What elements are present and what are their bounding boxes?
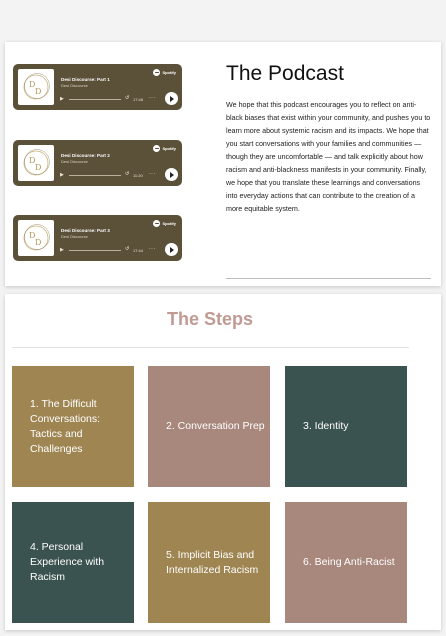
section-divider — [12, 347, 409, 348]
step-tile-5[interactable]: 5. Implicit Bias and Internalized Racism — [148, 502, 270, 623]
spotify-link[interactable]: Spotify — [153, 145, 176, 152]
svg-text:D: D — [29, 231, 35, 240]
episode-title[interactable]: Desi Discourse: Part 2 — [61, 153, 110, 158]
step-label[interactable]: 6. Being Anti-Racist — [303, 556, 395, 568]
progress-track[interactable] — [69, 99, 121, 100]
steps-heading: The Steps — [166, 309, 254, 329]
svg-text:D: D — [35, 238, 41, 247]
podcast-cover-art: D D — [18, 220, 54, 256]
spotify-embed-episode-1[interactable]: D D Desi Discourse: Part 1 Desi Discours… — [13, 64, 182, 110]
cover-art-icon: D D — [23, 149, 50, 176]
spotify-link[interactable]: Spotify — [153, 220, 176, 227]
svg-text:D: D — [35, 87, 41, 96]
podcast-cover-art: D D — [18, 69, 54, 105]
speaker-icon[interactable]: ▶︎ — [60, 172, 64, 178]
show-name[interactable]: Desi Discourse — [61, 159, 88, 164]
podcast-section: D D Desi Discourse: Part 1 Desi Discours… — [5, 42, 441, 286]
svg-text:D: D — [29, 80, 35, 89]
svg-text:D: D — [29, 156, 35, 165]
episode-duration: 17:48 — [133, 96, 144, 102]
skip-back-15-icon[interactable]: ↺ — [125, 171, 130, 177]
section-divider — [226, 278, 431, 279]
cover-art-icon: D D — [23, 224, 50, 251]
step-tile-4[interactable]: 4. Personal Experience with Racism — [12, 502, 134, 623]
podcast-heading: The Podcast — [226, 62, 344, 85]
spotify-label: Spotify — [162, 70, 176, 75]
episode-title[interactable]: Desi Discourse: Part 3 — [61, 228, 110, 233]
play-icon[interactable] — [165, 168, 178, 181]
speaker-icon[interactable]: ▶︎ — [60, 247, 64, 253]
spotify-label: Spotify — [162, 146, 176, 151]
step-label[interactable]: 1. The Difficult Conversations: Tactics … — [30, 397, 101, 455]
step-tile-6[interactable]: 6. Being Anti-Racist — [285, 502, 407, 623]
speaker-icon[interactable]: ▶︎ — [60, 96, 64, 102]
spotify-embed-episode-3[interactable]: D D Desi Discourse: Part 3 Desi Discours… — [13, 215, 182, 261]
cover-art-icon: D D — [23, 73, 50, 100]
step-tile-2[interactable]: 2. Conversation Prep — [148, 366, 270, 487]
spotify-logo-icon — [153, 69, 161, 76]
episode-title[interactable]: Desi Discourse: Part 1 — [61, 77, 110, 82]
more-icon[interactable]: ··· — [149, 246, 156, 252]
more-icon[interactable]: ··· — [149, 95, 156, 101]
step-tile-3[interactable]: 3. Identity — [285, 366, 407, 487]
skip-back-15-icon[interactable]: ↺ — [125, 246, 130, 252]
steps-section: The Steps 1. The Difficult Conversations… — [5, 294, 441, 630]
step-tile-1[interactable]: 1. The Difficult Conversations: Tactics … — [12, 366, 134, 487]
episode-duration: 11:20 — [133, 172, 143, 178]
play-icon[interactable] — [165, 92, 178, 105]
more-icon[interactable]: ··· — [149, 171, 156, 177]
spotify-link[interactable]: Spotify — [153, 69, 176, 76]
spotify-label: Spotify — [162, 221, 176, 226]
spotify-logo-icon — [153, 220, 161, 227]
spotify-logo-icon — [153, 145, 161, 152]
spotify-embed-episode-2[interactable]: D D Desi Discourse: Part 2 Desi Discours… — [13, 140, 182, 186]
podcast-description: We hope that this podcast encourages you… — [226, 101, 431, 213]
play-icon[interactable] — [165, 243, 178, 256]
progress-track[interactable] — [69, 250, 121, 251]
step-label[interactable]: 3. Identity — [303, 420, 349, 432]
podcast-cover-art: D D — [18, 145, 54, 181]
progress-track[interactable] — [69, 175, 121, 176]
show-name[interactable]: Desi Discourse — [61, 83, 88, 88]
step-label[interactable]: 5. Implicit Bias and Internalized Racism — [166, 548, 259, 576]
skip-back-15-icon[interactable]: ↺ — [125, 95, 130, 101]
step-label[interactable]: 2. Conversation Prep — [166, 420, 265, 432]
episode-duration: 17:44 — [133, 247, 144, 253]
step-label[interactable]: 4. Personal Experience with Racism — [30, 541, 105, 583]
svg-text:D: D — [35, 163, 41, 172]
show-name[interactable]: Desi Discourse — [61, 234, 88, 239]
